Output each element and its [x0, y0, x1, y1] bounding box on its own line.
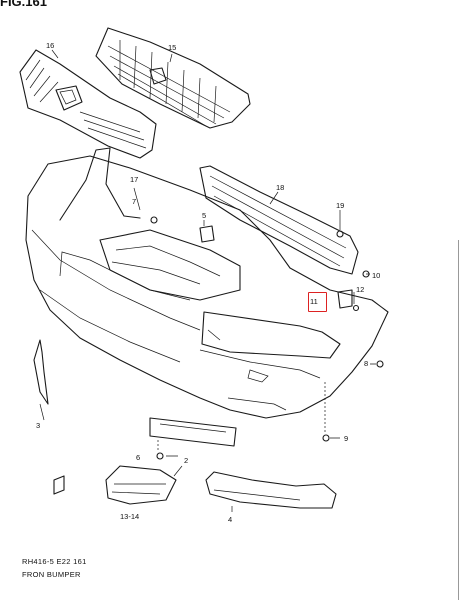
part-label: 10 — [372, 271, 380, 280]
part-label: 11 — [310, 297, 318, 306]
upper-grille-frame — [95, 27, 251, 129]
part-label: 6 — [136, 453, 140, 462]
part-label: 2 — [184, 456, 188, 465]
part-label: 16 — [46, 41, 54, 50]
leader-lines — [39, 49, 376, 512]
highlight-callout[interactable] — [308, 292, 327, 312]
footer-code: RH416-5 E22 161 — [22, 557, 87, 566]
bumper-cover — [25, 147, 389, 419]
part-label: 8 — [364, 359, 368, 368]
part-label: 12 — [356, 285, 364, 294]
part-label: 7 — [132, 197, 136, 206]
part-labels: 16 15 17 18 7 5 19 10 12 11 8 3 9 6 2 13… — [36, 41, 380, 524]
lower-grille — [199, 165, 359, 275]
page-edge-line — [458, 240, 459, 600]
part-label: 5 — [202, 211, 206, 220]
part-label: 15 — [168, 43, 176, 52]
footer-title: FRON BUMPER — [22, 570, 81, 579]
part-label: 4 — [228, 515, 232, 524]
part-label: 13-14 — [120, 512, 139, 521]
figure-header: FIG.161 — [0, 0, 47, 9]
part-label: 3 — [36, 421, 40, 430]
radiator-grille — [19, 49, 157, 159]
part-label: 17 — [130, 175, 138, 184]
small-parts — [33, 216, 384, 509]
part-label: 18 — [276, 183, 284, 192]
part-label: 19 — [336, 201, 344, 210]
part-label: 9 — [344, 434, 348, 443]
